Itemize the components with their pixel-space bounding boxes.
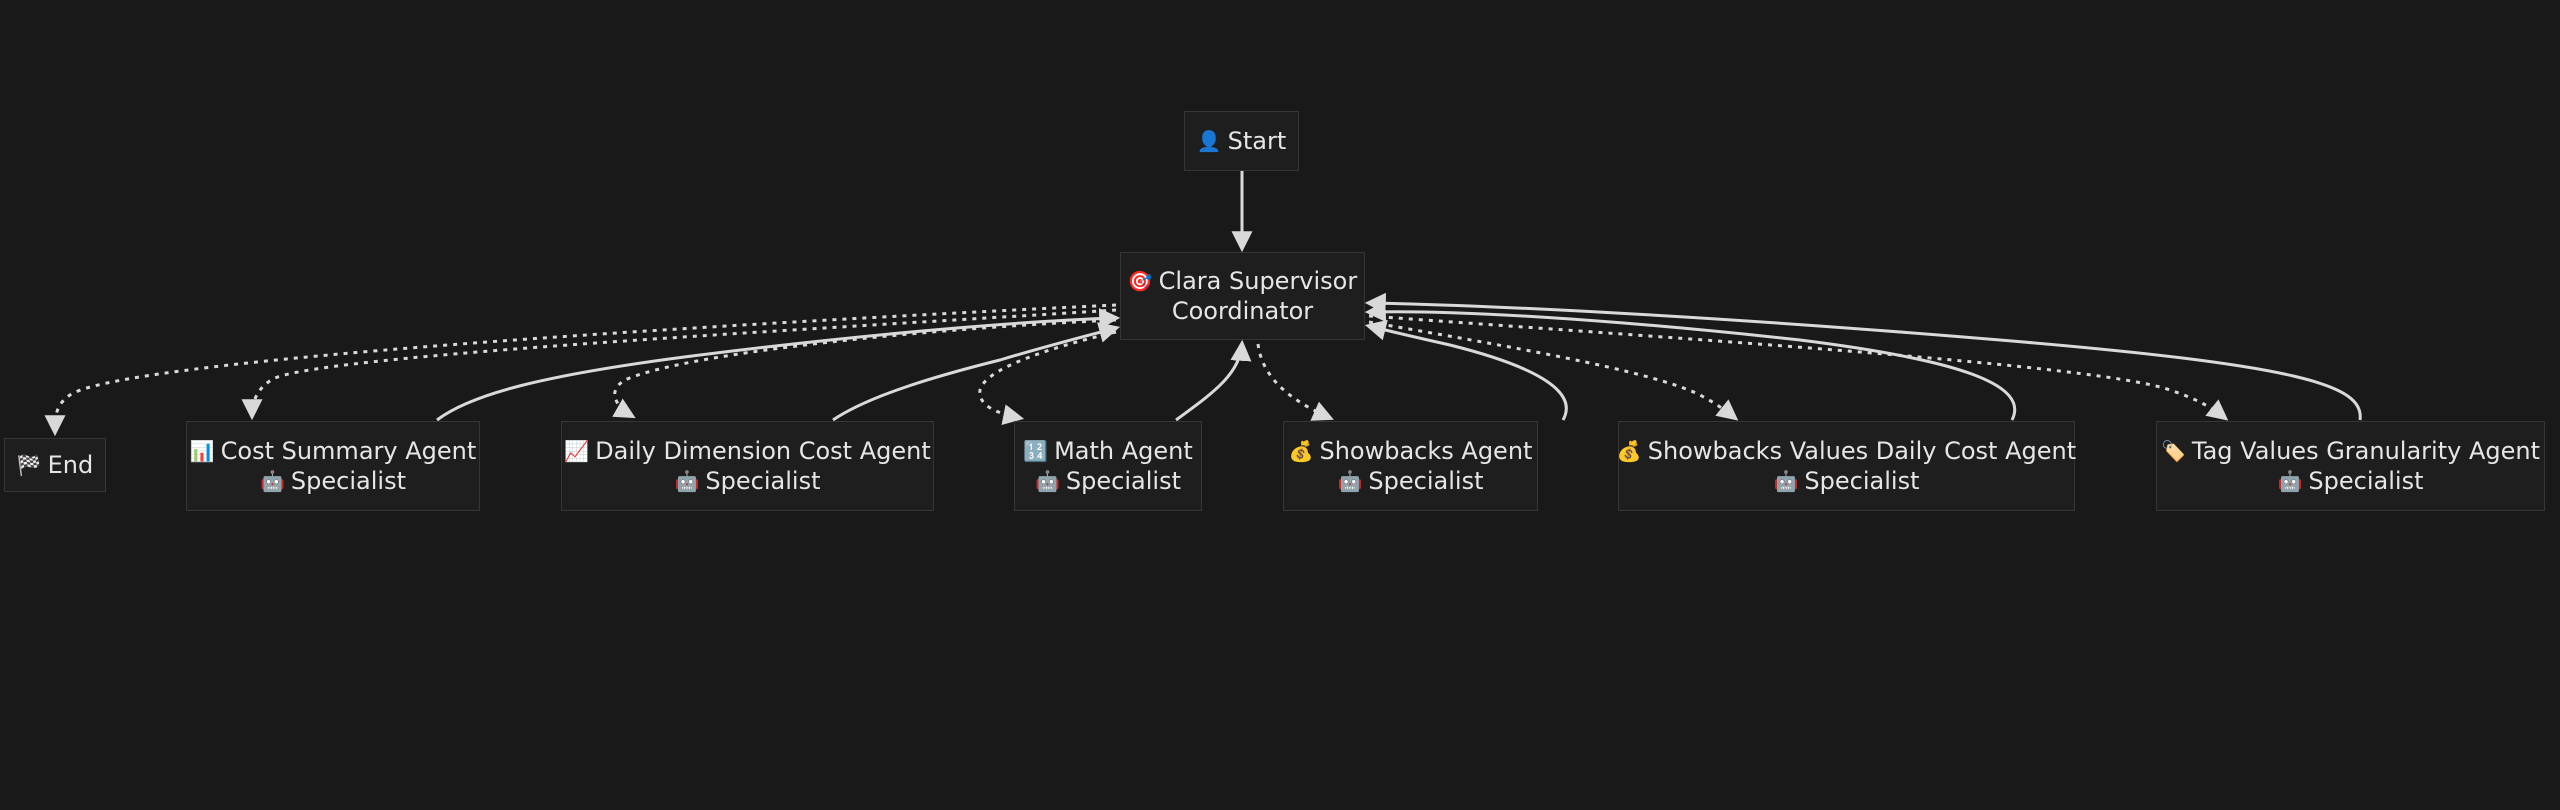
money-bag-icon: 💰: [1616, 439, 1642, 463]
edge-clara-to-end: [44, 303, 1117, 437]
edge-cost-to-clara: [436, 308, 1121, 422]
node-show-sublabel: Specialist: [1368, 467, 1484, 495]
node-sval-label: Showbacks Values Daily Cost Agent: [1647, 437, 2077, 465]
edge-daily-to-clara: [832, 322, 1121, 422]
node-show-label: Showbacks Agent: [1319, 437, 1533, 465]
robot-icon: 🤖: [1035, 469, 1060, 493]
node-daily-sublabel: Specialist: [705, 467, 821, 495]
robot-icon: 🤖: [2277, 469, 2303, 493]
robot-icon: 🤖: [674, 469, 700, 493]
money-bag-icon: 💰: [1288, 439, 1314, 463]
edge-show-to-clara: [1364, 319, 1568, 421]
node-end-label: End: [47, 451, 94, 479]
robot-icon: 🤖: [260, 469, 285, 493]
node-clara-label: Clara Supervisor: [1158, 267, 1358, 295]
edge-clara-to-cost: [241, 308, 1117, 421]
node-start-label: Start: [1227, 127, 1287, 155]
edge-clara-to-math: [978, 330, 1117, 425]
node-cost-label: Cost Summary Agent: [220, 437, 477, 465]
node-cost-summary-agent[interactable]: 📊 Cost Summary Agent 🤖 Specialist: [186, 421, 480, 511]
edge-sval-to-clara: [1364, 301, 2017, 421]
node-clara-sublabel: Coordinator: [1171, 297, 1314, 325]
node-cost-sublabel: Specialist: [290, 467, 406, 495]
node-math-label: Math Agent: [1054, 437, 1193, 465]
node-tag-sublabel: Specialist: [2308, 467, 2424, 495]
edge-clara-to-show: [1256, 343, 1334, 421]
edge-clara-to-tag: [1368, 314, 2229, 421]
edge-clara-to-sval: [1368, 320, 1739, 421]
node-sval-sublabel: Specialist: [1804, 467, 1920, 495]
user-icon: 👤: [1196, 129, 1222, 153]
node-start[interactable]: 👤 Start: [1184, 111, 1299, 171]
node-daily-dimension-cost-agent[interactable]: 📈 Daily Dimension Cost Agent 🤖 Specialis…: [561, 421, 934, 511]
node-clara-supervisor[interactable]: 🎯 Clara Supervisor Coordinator: [1120, 252, 1365, 340]
node-math-agent[interactable]: 🔢 Math Agent 🤖 Specialist: [1014, 421, 1202, 511]
node-end[interactable]: 🏁 End: [4, 438, 106, 492]
numbers-icon: 🔢: [1023, 439, 1049, 463]
bar-chart-icon: 📊: [189, 439, 215, 463]
checkered-flag-icon: 🏁: [16, 453, 42, 477]
trend-chart-icon: 📈: [564, 439, 590, 463]
node-showbacks-values-daily-cost-agent[interactable]: 💰 Showbacks Values Daily Cost Agent 🤖 Sp…: [1616, 421, 2077, 511]
target-icon: 🎯: [1127, 269, 1153, 293]
robot-icon: 🤖: [1773, 469, 1799, 493]
edge-math-to-clara: [1175, 339, 1252, 422]
node-tag-label: Tag Values Granularity Agent: [2191, 437, 2540, 465]
edge-tag-to-clara: [1364, 292, 2362, 421]
node-math-sublabel: Specialist: [1065, 467, 1181, 495]
tag-icon: 🏷️: [2161, 439, 2186, 463]
node-showbacks-agent[interactable]: 💰 Showbacks Agent 🤖 Specialist: [1283, 421, 1538, 511]
edge-clara-to-daily: [612, 318, 1117, 419]
node-tag-values-granularity-agent[interactable]: 🏷️ Tag Values Granularity Agent 🤖 Specia…: [2156, 421, 2545, 511]
node-daily-label: Daily Dimension Cost Agent: [595, 437, 931, 465]
robot-icon: 🤖: [1337, 469, 1363, 493]
